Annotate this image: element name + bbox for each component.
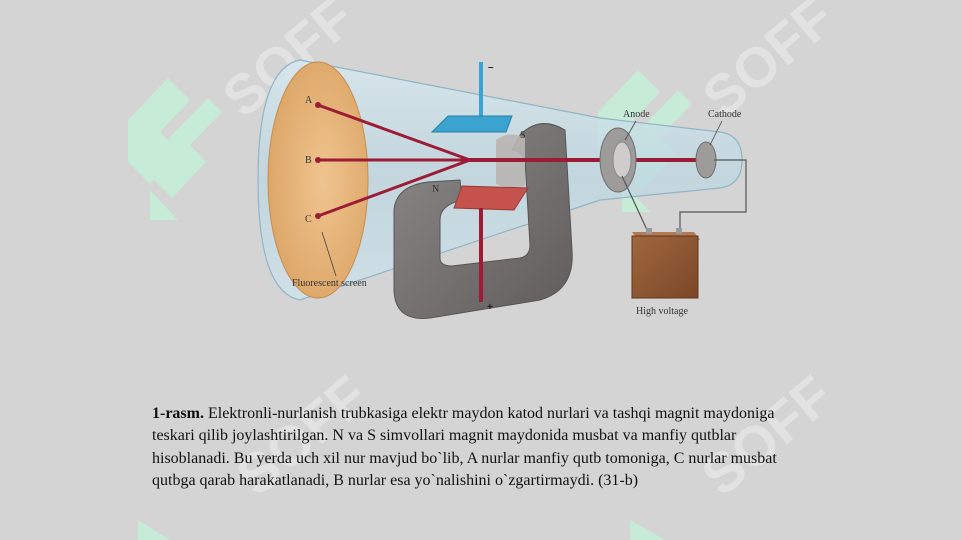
top-plate xyxy=(430,115,513,133)
ray-c-label: C xyxy=(305,214,312,225)
ray-c xyxy=(316,158,472,218)
cathode xyxy=(695,141,717,179)
figure-caption: 1-rasm. Elektronli-nurlanish trubkasiga … xyxy=(152,403,802,492)
anode-leader xyxy=(624,120,637,141)
cathode-label: Cathode xyxy=(708,109,742,120)
magnet-n-label: N xyxy=(432,184,439,195)
anode-label: Anode xyxy=(623,109,650,120)
watermark-logo-bottom xyxy=(138,520,665,540)
high-voltage-label: High voltage xyxy=(636,306,688,317)
ray-a xyxy=(316,103,472,162)
ray-a-label: A xyxy=(305,95,313,106)
cathode-wire xyxy=(679,159,747,232)
ray-c-dot xyxy=(315,213,321,219)
plate-negative-label: – xyxy=(488,62,494,73)
cathode-leader xyxy=(709,120,723,146)
battery xyxy=(631,235,699,299)
plate-positive-label: + xyxy=(487,302,493,313)
figure-number: 1-rasm. xyxy=(152,405,204,422)
battery-terminal-left xyxy=(646,228,652,234)
battery-terminal-right xyxy=(676,228,682,234)
watermark-logo-left xyxy=(128,78,222,220)
rays xyxy=(316,103,702,218)
ray-b-label: B xyxy=(305,155,312,166)
ray-b-dot xyxy=(315,157,321,163)
fluorescent-screen-label: Fluorescent screen xyxy=(292,278,367,289)
fluorescent-screen xyxy=(267,61,369,299)
bottom-plate xyxy=(453,185,529,211)
screen-leader xyxy=(321,231,337,277)
caption-text: Elektronli-nurlanish trubkasiga elektr m… xyxy=(152,405,777,489)
magnet-s-label: S xyxy=(520,130,526,141)
anode-hole xyxy=(612,141,632,179)
magnet xyxy=(393,123,573,319)
anode-wire xyxy=(621,175,649,233)
ray-a-dot xyxy=(315,102,321,108)
